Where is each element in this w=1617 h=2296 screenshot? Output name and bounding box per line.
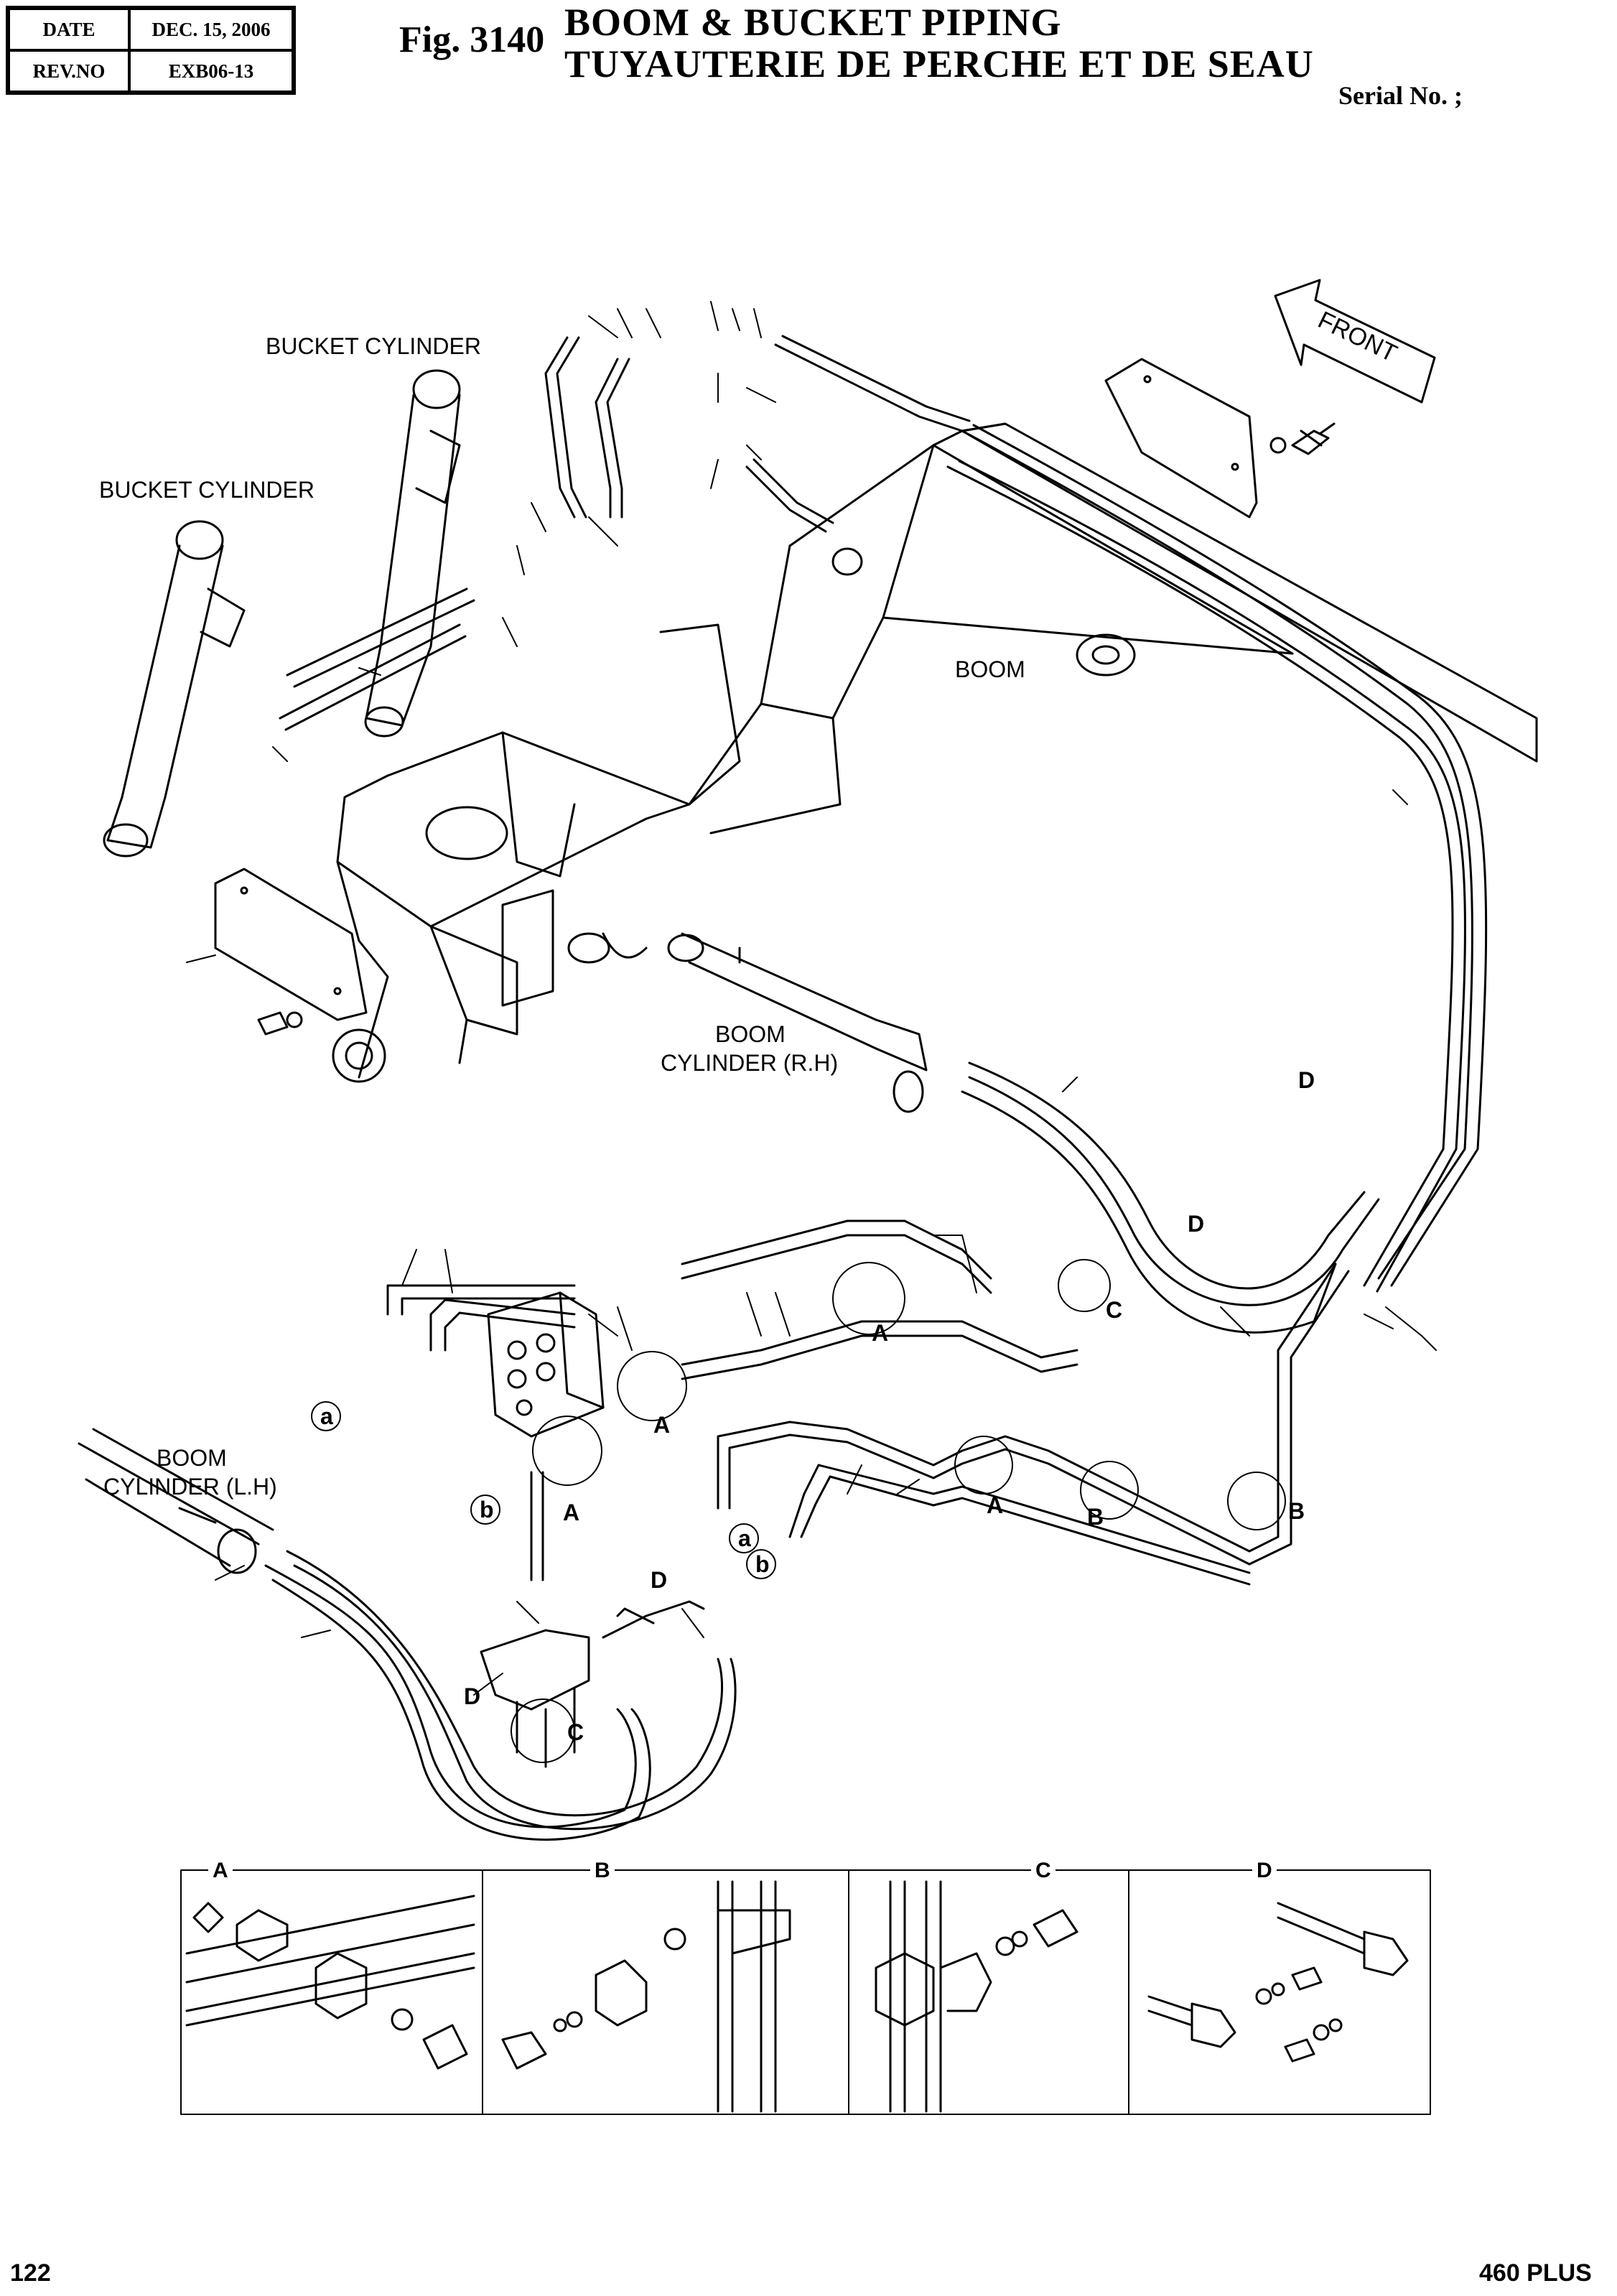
callout-b-2: B	[1288, 1498, 1305, 1524]
front-arrow	[1274, 279, 1436, 404]
date-label: DATE	[9, 9, 129, 50]
boom-cylinder-rh-hoses	[961, 1061, 1380, 1334]
date-value: DEC. 15, 2006	[129, 9, 293, 50]
callout-d-3: D	[651, 1567, 668, 1593]
rev-label: REV.NO	[9, 50, 129, 92]
callout-d-4: D	[464, 1683, 481, 1709]
detail-a-parts	[185, 1895, 475, 2070]
title-english: BOOM & BUCKET PIPING	[564, 1, 1062, 44]
bolt-washer-lower	[257, 1011, 303, 1036]
rev-value: EXB06-13	[129, 50, 293, 92]
callout-c-2: C	[567, 1719, 584, 1745]
label-boom-cyl-rh-line1: BOOM	[715, 1021, 786, 1047]
boom-hoses	[946, 424, 1488, 1293]
bolt-washer-upper	[1269, 422, 1336, 455]
leader-lines	[186, 301, 1437, 1696]
control-valve	[487, 1291, 605, 1438]
bucket-cylinder-upper	[364, 369, 461, 738]
label-boom-cyl-lh-line2: CYLINDER (L.H)	[103, 1474, 277, 1500]
callout-b-1: B	[1087, 1504, 1104, 1530]
label-bucket-cylinder-lower: BUCKET CYLINDER	[99, 477, 314, 503]
revision-table: DATE DEC. 15, 2006 REV.NO EXB06-13	[6, 6, 296, 95]
callout-c-1: C	[1106, 1297, 1123, 1323]
detail-c-parts	[875, 1880, 1078, 2113]
callout-b-small-2: b	[755, 1551, 770, 1577]
page-number: 122	[10, 2259, 51, 2287]
callout-a-3: A	[563, 1500, 580, 1525]
model-name: 460 PLUS	[1479, 2259, 1592, 2287]
detail-label-d: D	[1252, 1860, 1277, 1882]
label-boom-cyl-lh-line1: BOOM	[157, 1445, 227, 1471]
cover-plate-upper	[1104, 358, 1258, 519]
lower-fittings	[480, 1471, 705, 1768]
bucket-cylinder-lower	[103, 520, 246, 857]
serial-number: Serial No. ;	[1338, 81, 1463, 110]
callout-a-small-2: a	[738, 1525, 751, 1551]
detail-d-parts	[1147, 1902, 1409, 2063]
figure-number: Fig. 3140	[399, 19, 545, 60]
bucket-hoses	[279, 335, 971, 731]
detail-label-a: A	[208, 1860, 233, 1882]
boom-cylinder-lh-hoses	[264, 1550, 737, 1841]
title-french: TUYAUTERIE DE PERCHE ET DE SEAU	[564, 42, 1314, 85]
boom-structure	[332, 422, 1538, 1083]
detail-b-parts	[501, 1880, 791, 2113]
cover-plate-lower	[214, 868, 368, 1021]
callout-a-1: A	[872, 1320, 889, 1346]
callout-d-2: D	[1188, 1211, 1205, 1237]
detail-label-b: B	[590, 1860, 615, 1882]
boom-cylinder-lh	[78, 1428, 274, 1574]
ab-circles	[311, 1401, 776, 1579]
callout-a-4: A	[987, 1492, 1004, 1518]
boom-cylinder-rh	[667, 932, 928, 1113]
callout-d-1: D	[1298, 1067, 1315, 1093]
callout-a-2: A	[653, 1412, 671, 1438]
detail-label-c: C	[1031, 1860, 1056, 1882]
label-bucket-cylinder-upper: BUCKET CYLINDER	[266, 333, 481, 359]
detail-frames	[180, 1869, 1431, 2115]
callout-b-small-1: b	[480, 1497, 494, 1523]
label-boom-cyl-rh-line2: CYLINDER (R.H)	[661, 1050, 839, 1076]
callout-a-small-1: a	[320, 1403, 333, 1429]
valve-pipes	[386, 1219, 1350, 1586]
callout-circles	[511, 1259, 1286, 1763]
label-boom: BOOM	[955, 656, 1025, 682]
